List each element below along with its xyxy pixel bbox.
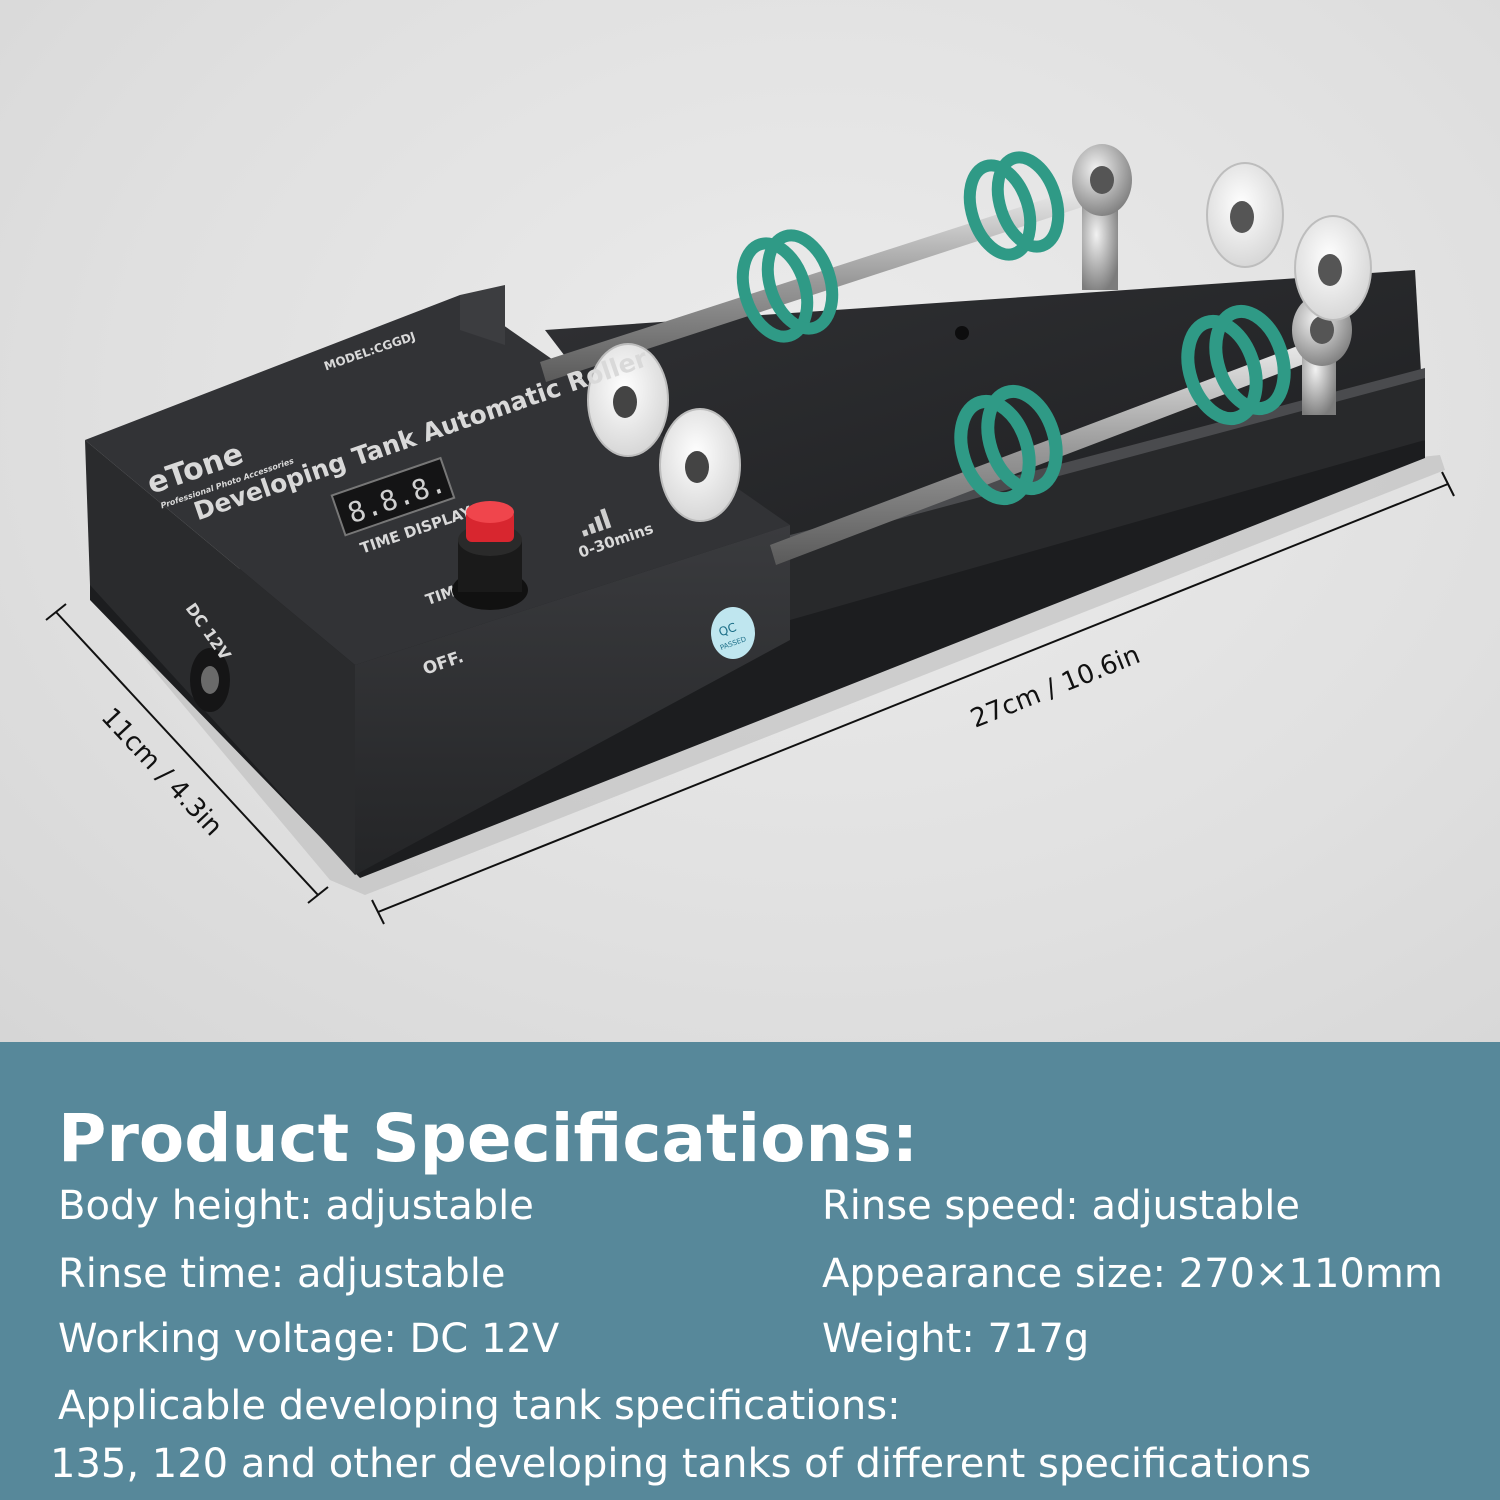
wheel-front-left (659, 408, 741, 522)
tray-front-wall (790, 370, 1425, 620)
tray-hole (955, 326, 969, 340)
o-rings-front-right (1181, 304, 1291, 426)
spec-applicable-label: Applicable developing tank specification… (58, 1383, 901, 1429)
spec-applicable-value: 135, 120 and other developing tanks of d… (50, 1441, 1312, 1487)
spec-rinse-speed: Rinse speed: adjustable (822, 1183, 1300, 1229)
o-rings-back-right (963, 151, 1065, 261)
dimension-width (45, 603, 329, 904)
dimension-length-label: 27cm / 10.6in (966, 640, 1144, 735)
specs-title: Product Specifications: (58, 1100, 919, 1177)
speed-bars-icon (581, 508, 612, 537)
spec-rinse-time: Rinse time: adjustable (58, 1251, 506, 1297)
wheel-back-left (587, 343, 669, 457)
wheel-front-right (1294, 215, 1372, 321)
control-box-back-lip (460, 285, 505, 345)
qc-sticker: QC PASSED (711, 607, 755, 659)
o-rings-front-left (954, 384, 1063, 506)
svg-text:QC: QC (717, 620, 739, 639)
bearing-back (1072, 144, 1132, 290)
time-display (330, 456, 456, 537)
o-rings-back-left (736, 229, 839, 343)
spec-body-height: Body height: adjustable (58, 1183, 534, 1229)
dimension-length (371, 471, 1455, 925)
spec-working-voltage: Working voltage: DC 12V (58, 1316, 560, 1362)
product-photo: eTone Professional Photo Accessories MOD… (0, 0, 1500, 1042)
power-jack[interactable] (190, 648, 230, 712)
timer-knob[interactable] (452, 501, 528, 610)
specifications-panel: Product Specifications: Body height: adj… (0, 1042, 1500, 1500)
roller-illustration: eTone Professional Photo Accessories MOD… (45, 144, 1455, 925)
control-box-front (355, 525, 790, 875)
spec-weight: Weight: 717g (822, 1316, 1090, 1362)
spec-appearance-size: Appearance size: 270×110mm (822, 1251, 1443, 1297)
wheel-back-right (1206, 162, 1284, 268)
